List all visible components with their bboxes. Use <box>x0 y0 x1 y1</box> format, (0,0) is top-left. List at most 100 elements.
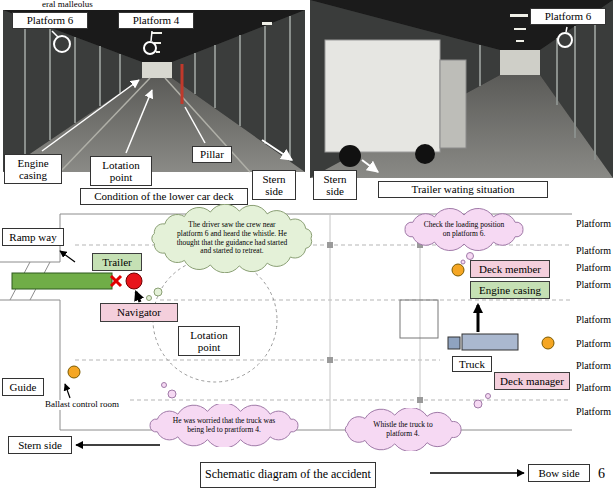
ceiling-light <box>156 51 160 53</box>
cloud-shape <box>150 404 298 447</box>
speech-bubble-text: Check the loading position on platform 6… <box>422 221 507 238</box>
speech-bubble-text: He was worried that the truck was being … <box>171 417 278 434</box>
photo-label: Platform 6 <box>530 8 606 25</box>
photo-label: Stern side <box>252 170 296 200</box>
trailer-wheel <box>415 144 435 164</box>
platform-marker <box>558 33 572 47</box>
wall-panel <box>24 18 26 157</box>
box-label: Stern side <box>257 173 291 197</box>
box-label: Lotation point <box>183 329 235 353</box>
movement-arrow <box>477 305 480 332</box>
ceiling-light <box>510 14 528 17</box>
wall-panel <box>479 45 481 86</box>
platform-label: Platform <box>575 218 612 229</box>
box-label: Stern side <box>18 439 62 451</box>
platform-label: Platform <box>575 245 612 256</box>
deck-manager-position <box>542 337 554 349</box>
photo-label: Pillar <box>192 146 232 163</box>
wall-panels <box>25 16 290 161</box>
box-label: Engine casing <box>479 284 541 296</box>
wall-panel <box>574 26 576 138</box>
lane-line <box>75 245 570 246</box>
photo-caption: Trailer wating situation <box>378 181 548 198</box>
crew-label: Guide <box>2 378 44 396</box>
trailer-shape <box>12 273 112 289</box>
speech-bubble-text: Whistle the truck to platform 4. <box>361 421 445 438</box>
box-label: Guide <box>10 381 37 393</box>
direction-arrow <box>262 140 292 160</box>
crew-label: Deck manager <box>494 372 570 390</box>
hull-line <box>60 214 572 215</box>
floor-lane <box>165 78 250 172</box>
platform-label: Platform <box>575 360 612 371</box>
box-label: Condition of the lower car deck <box>94 190 234 202</box>
platform-label: Platform <box>575 382 612 393</box>
pointer-arrow <box>65 384 70 398</box>
lane-line <box>130 400 570 401</box>
lane-lines <box>75 245 570 400</box>
wall-panel <box>49 28 51 140</box>
pillar <box>327 242 333 248</box>
cloud-shape <box>345 408 461 451</box>
hull-line <box>60 430 572 431</box>
leader-line <box>151 31 152 41</box>
bubble-tail <box>168 390 176 398</box>
area-label: Ramp way <box>2 228 64 246</box>
truck-body <box>462 334 518 350</box>
wall-panel <box>99 46 101 106</box>
area-label: Lotation point <box>178 326 240 356</box>
cross-mark <box>111 276 121 286</box>
direction-arrow <box>430 472 524 473</box>
bubble-tail <box>147 296 152 301</box>
platform-marker <box>54 36 70 52</box>
box-label: Platform 6 <box>27 14 74 26</box>
bubble-tail <box>461 260 465 264</box>
cut-off-text: eral malleolus <box>42 0 93 10</box>
pointer-arrow <box>60 251 75 262</box>
cross-mark <box>111 276 121 286</box>
ceiling-light <box>514 28 526 30</box>
wall-panel <box>74 37 76 123</box>
wall-panel <box>194 53 196 94</box>
lane-line <box>75 360 440 361</box>
box-label: Engine casing <box>9 157 57 181</box>
speech-bubble: The driver saw the crew near platform 6 … <box>146 204 318 273</box>
lane-line <box>160 300 570 301</box>
truck-cab <box>448 337 460 349</box>
platform-marker <box>144 42 156 54</box>
pillar <box>417 397 423 403</box>
box-label: Deck member <box>479 263 541 275</box>
photo-caption: Condition of the lower car deck <box>80 188 248 205</box>
leader-arrow <box>42 80 139 151</box>
direction-arrow <box>76 444 160 445</box>
wall-panel <box>264 26 266 144</box>
box-label: Bow side <box>538 467 579 479</box>
wall-panel <box>594 12 596 160</box>
direction-arrow <box>362 160 378 172</box>
crew-label: Deck member <box>470 260 550 278</box>
crew-label: Navigator <box>100 303 178 322</box>
photo-frame <box>3 10 305 172</box>
direction-label: Bow side <box>528 464 590 482</box>
bubble-tail <box>162 383 167 388</box>
bubble-tail <box>474 400 482 408</box>
speech-bubble: He was worried that the truck was being … <box>143 404 305 447</box>
direction-label: Stern side <box>8 436 72 454</box>
box-label: Ramp way <box>9 231 56 243</box>
figure-caption: Schematic diagram of the accident <box>200 462 376 488</box>
pillar-mark <box>181 64 184 104</box>
wall-panel <box>119 54 121 93</box>
ceiling-light <box>152 32 162 34</box>
vehicle-label: Truck <box>452 356 492 372</box>
box-label: Pillar <box>200 148 224 160</box>
hull-line <box>60 300 61 430</box>
wall-panels <box>480 12 595 160</box>
trailer-body <box>325 40 440 152</box>
photo-label: Stern side <box>313 170 357 200</box>
deck-member-position <box>452 264 464 276</box>
wall-panel <box>556 38 558 105</box>
box-label: Stern side <box>318 173 352 197</box>
bubble-tail <box>486 394 491 399</box>
page-number: 6 <box>598 466 605 481</box>
